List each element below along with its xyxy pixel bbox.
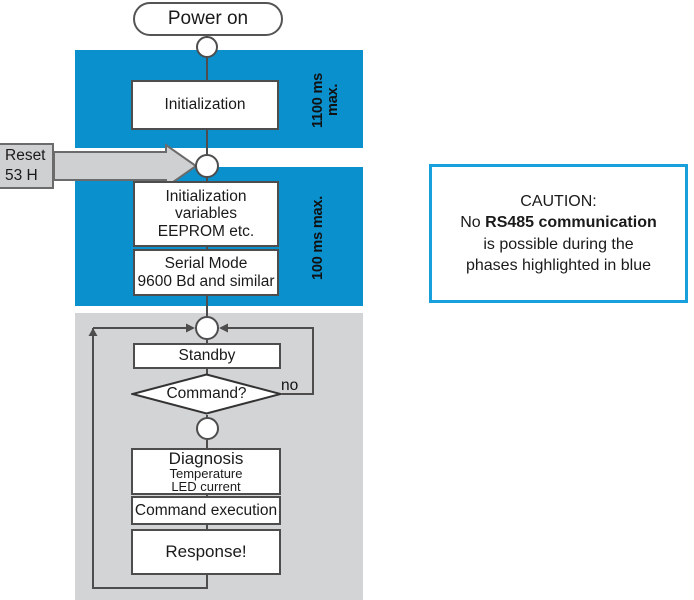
node-reset-line1: Reset [5,147,46,165]
node-power-on: Power on [133,2,283,36]
node-standby-label: Standby [178,347,236,365]
caution-line-3: is possible during the [483,235,634,253]
node-diagnosis-line1: Diagnosis [168,448,244,468]
band-label-1100ms: 1100 ms max. [310,57,341,143]
band-label-1100ms-line2: max. [324,83,341,117]
caution-panel: CAUTION: No RS485 communication is possi… [429,164,688,303]
node-standby: Standby [133,343,281,369]
caution-line-4: phases highlighted in blue [465,256,652,274]
node-command-decision: Command? [131,373,282,415]
band-label-100ms: 100 ms max. [310,186,326,290]
node-command-execution: Command execution [131,496,281,525]
node-initialization-label: Initialization [164,96,246,113]
node-initialization: Initialization [131,80,279,130]
node-diagnosis-line3: LED current [171,479,241,494]
band-label-100ms-line2: max. [310,195,326,229]
connector-circle-reset-join [195,154,219,178]
node-initialization-variables: Initialization variables EEPROM etc. [133,181,279,247]
connector-circle-after-command [196,417,219,440]
node-serial-mode-line2: 9600 Bd and similar [137,272,275,290]
connector-circle-after-power-on [196,36,218,58]
caution-line-2-prefix: No [460,214,486,232]
caution-line-2-bold: RS485 communication [485,214,657,232]
node-reset-line2: 53 H [5,167,38,184]
node-reset: Reset 53 H [0,143,54,189]
connector-circle-loop-entry [195,316,219,340]
node-serial-mode: Serial Mode 9600 Bd and similar [133,249,279,296]
node-diagnosis: Diagnosis Temperature LED current [131,448,281,495]
node-response: Response! [131,529,281,575]
node-init-vars-line3: EEPROM etc. [157,222,255,240]
edge-label-no: no [281,377,299,394]
node-diagnosis-line2: Temperature [169,465,243,481]
node-serial-mode-line1: Serial Mode [164,255,248,273]
caution-line-2: No RS485 communication [460,212,657,233]
node-response-label: Response! [165,542,247,562]
node-power-on-label: Power on [167,8,249,29]
node-command-decision-label: Command? [166,385,247,402]
node-command-execution-label: Command execution [134,501,278,519]
node-init-vars-line1: Initialization [165,187,247,205]
band-label-100ms-line1: 100 ms [310,232,326,281]
band-label-1100ms-line1: 1100 ms [310,72,326,128]
node-init-vars-line2: variables [174,205,238,223]
caution-heading: CAUTION: [520,193,597,211]
